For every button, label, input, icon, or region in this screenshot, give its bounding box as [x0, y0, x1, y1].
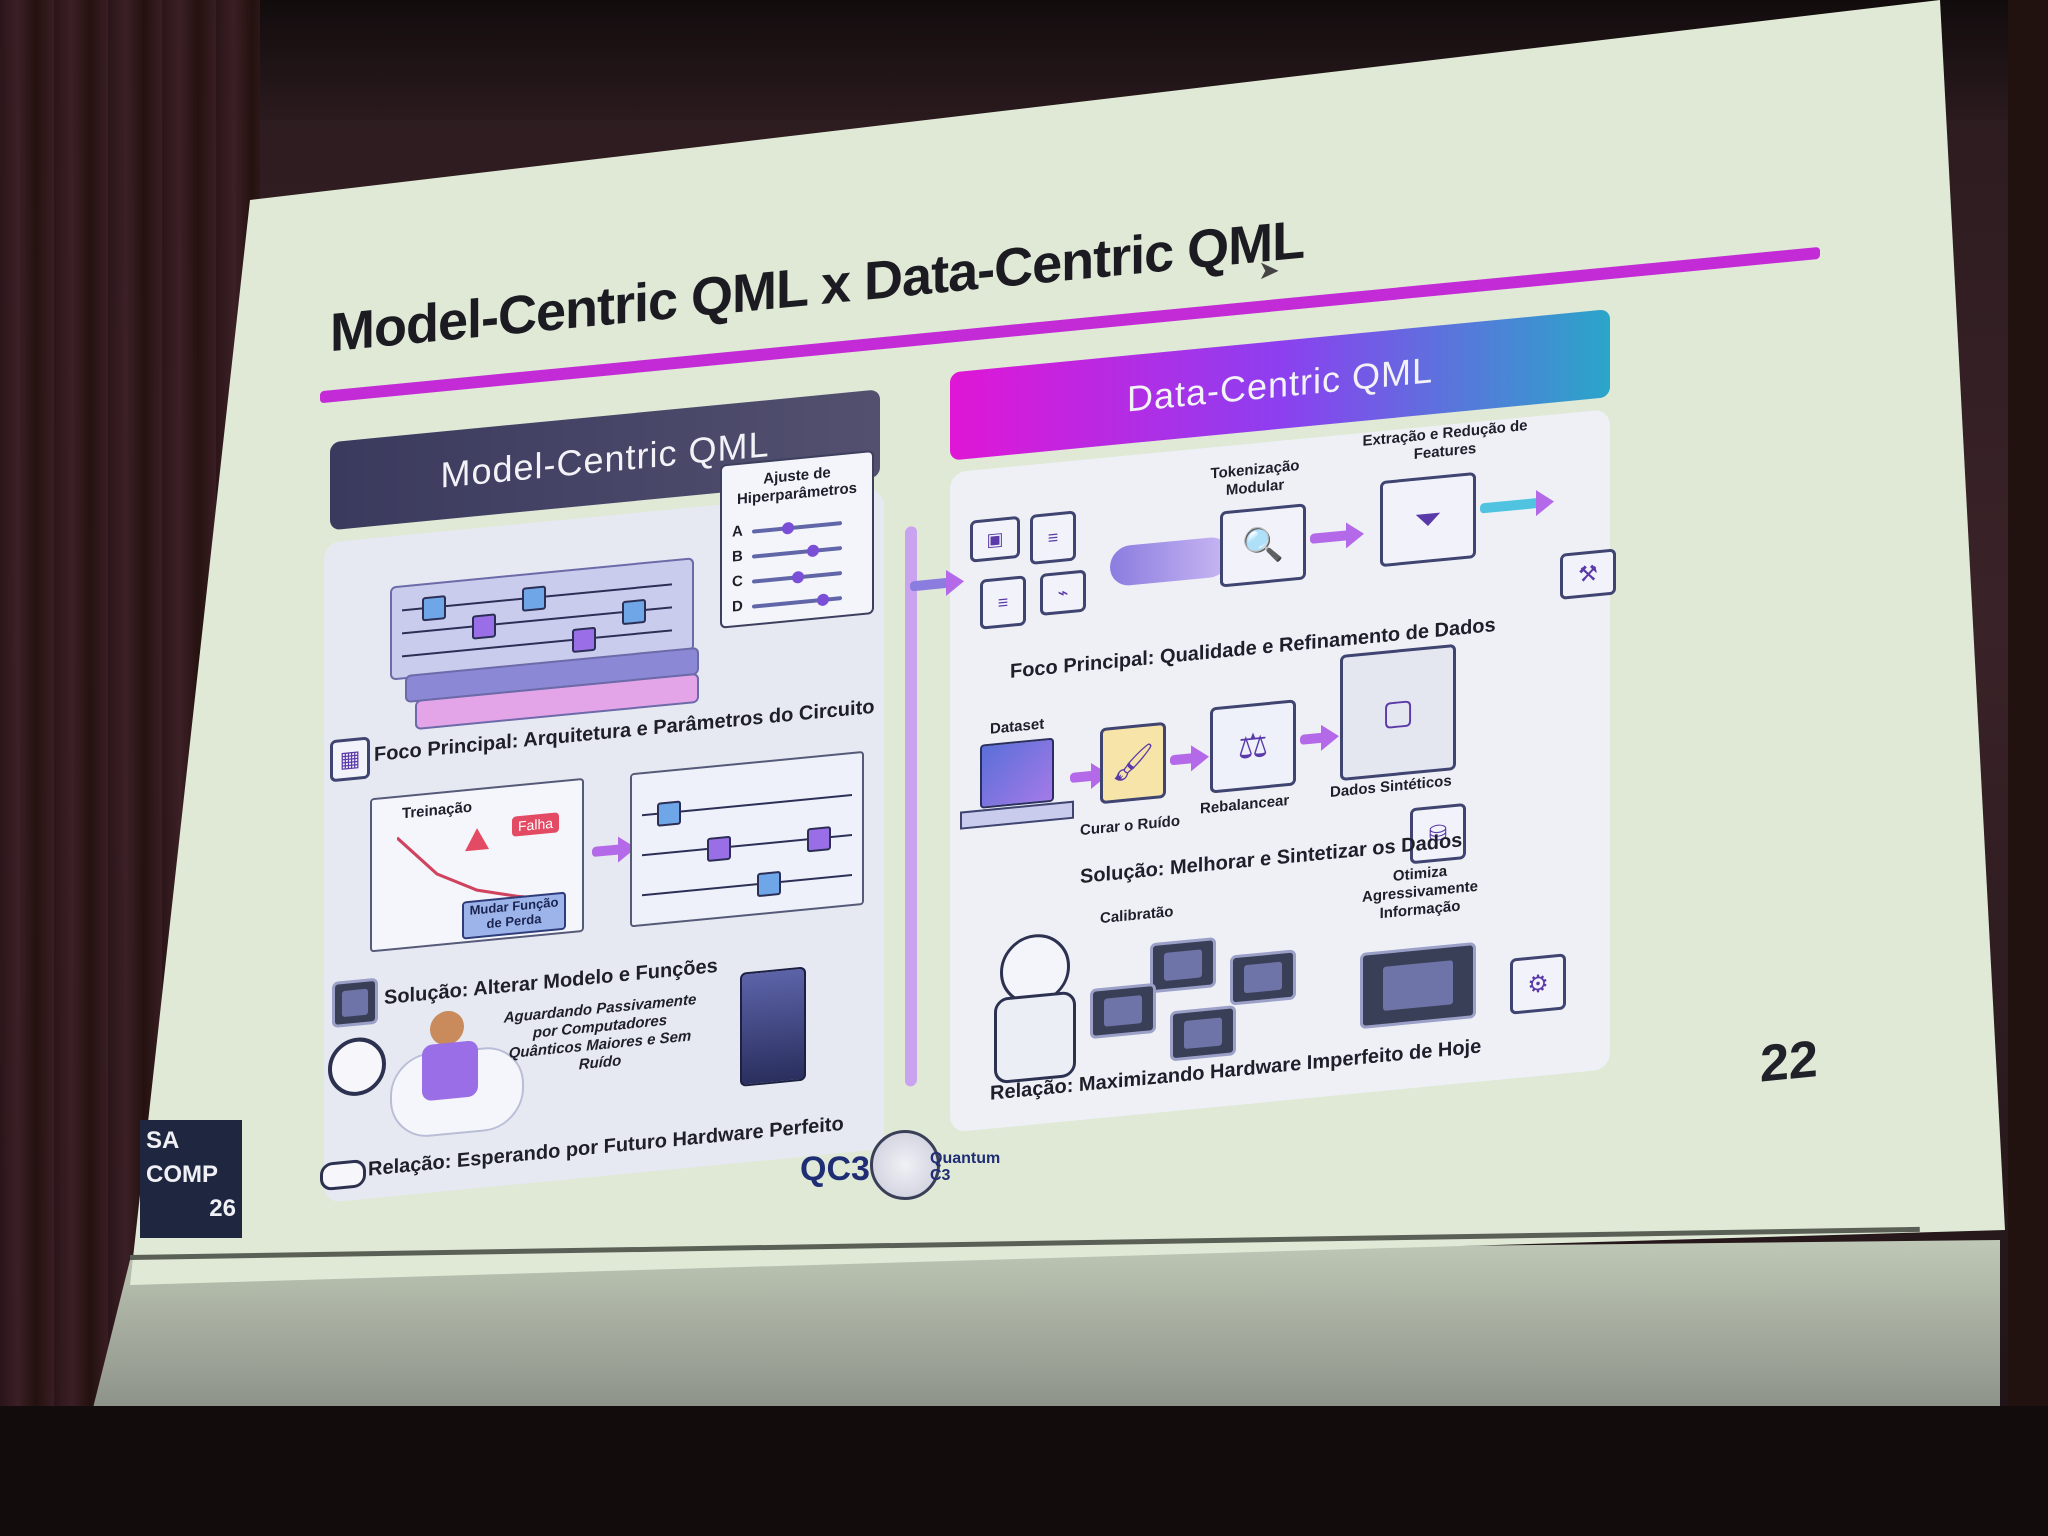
- 3d-printer-icon: ▢: [1340, 643, 1456, 782]
- large-processor-icon: [1360, 941, 1476, 1030]
- slider-knob: [782, 521, 794, 535]
- circuit-wire: [642, 874, 852, 897]
- filter-funnel-icon: ⏷: [1380, 471, 1476, 568]
- slide: Model-Centric QML x Data-Centric QML Mod…: [250, 0, 1890, 1250]
- quantum-text: Quantum: [930, 1150, 1001, 1167]
- gears-box-icon: ⚙: [1510, 953, 1566, 1015]
- sacomp-logo: SA COMP 26: [140, 1120, 242, 1238]
- arrow-icon: [1300, 732, 1325, 745]
- slider-knob: [817, 593, 829, 607]
- gate-icon: [807, 826, 831, 853]
- slider-letter: A: [732, 522, 743, 541]
- chart-doc-icon: ⌁: [1040, 569, 1086, 616]
- data-cube-icon: [980, 737, 1054, 809]
- slide-number: 22: [1760, 1030, 1818, 1094]
- slider-letter: C: [732, 572, 743, 591]
- slider-track: [752, 520, 842, 535]
- text-doc-icon: ≡: [1030, 510, 1076, 565]
- cpu-chip-icon: [332, 977, 378, 1029]
- quantum-computer-icon: [740, 966, 806, 1087]
- file-doc-icon: ≡: [980, 575, 1026, 630]
- arrow-icon: [1170, 753, 1195, 766]
- qubit-chip-icon: [1090, 982, 1156, 1040]
- right-curtain: [2008, 0, 2048, 1536]
- training-label: Treinação: [402, 798, 473, 823]
- qubit-chip-icon: [1150, 936, 1216, 994]
- training-window: Treinação Falha Mudar Função de Perda: [370, 777, 584, 953]
- balance-scale-icon: ⚖: [1210, 699, 1296, 794]
- gate-icon: [707, 835, 731, 862]
- magnifier-icon: 🔍: [1220, 503, 1306, 588]
- modified-circuit: [630, 750, 864, 928]
- hyperparameter-title: Ajuste de Hiperparâmetros: [736, 464, 858, 509]
- gate-icon: [657, 800, 681, 827]
- data-centric-column: Data-Centric QML ▣ ≡ ≡ ⌁ Tokenização Mod…: [910, 301, 1690, 1142]
- slider-letter: D: [732, 597, 743, 616]
- slider-track: [752, 593, 842, 609]
- gate-icon: [522, 585, 546, 612]
- gate-icon: [757, 870, 781, 898]
- gate-icon: [622, 598, 646, 626]
- mouse-cursor-icon: ➤: [1258, 255, 1280, 285]
- blueprint-icon: ▦: [330, 736, 370, 783]
- qubit-chip-icon: [1230, 949, 1296, 1006]
- quantum-c3-logo: Quantum C3: [930, 1150, 1000, 1184]
- gate-icon: [472, 613, 496, 640]
- logo-sa-text: SA: [146, 1127, 180, 1154]
- slider-letter: B: [732, 547, 743, 566]
- documents-cluster: ▣ ≡ ≡ ⌁: [970, 506, 1120, 640]
- slider-track: [752, 570, 842, 584]
- gate-icon: [422, 595, 446, 622]
- brush-icon: 🖌: [1100, 721, 1166, 805]
- slider-track: [752, 544, 842, 559]
- arrow-icon: [592, 844, 622, 858]
- hyperparameter-card: Ajuste de Hiperparâmetros A B C D: [720, 449, 874, 629]
- gate-icon: [572, 626, 596, 653]
- astronaut-body: [994, 990, 1076, 1085]
- dark-floor: [0, 1406, 2048, 1536]
- logo-comp-text: COMP: [146, 1161, 218, 1188]
- logo-year-text: 26: [209, 1195, 236, 1222]
- image-doc-icon: ▣: [970, 515, 1020, 563]
- bloch-sphere-icon: [870, 1130, 940, 1200]
- arrow-icon: [1070, 770, 1095, 784]
- slide-title: Model-Centric QML x Data-Centric QML: [330, 209, 1305, 364]
- toolbox-icon: ⚒: [1560, 548, 1616, 600]
- c3-text: C3: [930, 1167, 951, 1184]
- person-body: [422, 1040, 478, 1102]
- qc3-logo-text: QC3: [800, 1150, 870, 1188]
- connector-line: [905, 525, 917, 1087]
- slider-knob: [807, 544, 819, 558]
- model-centric-column: Model-Centric QML Ajuste de Hiperparâmet…: [320, 388, 890, 1203]
- qubit-chip-icon: [1170, 1005, 1236, 1062]
- slider-knob: [792, 570, 804, 584]
